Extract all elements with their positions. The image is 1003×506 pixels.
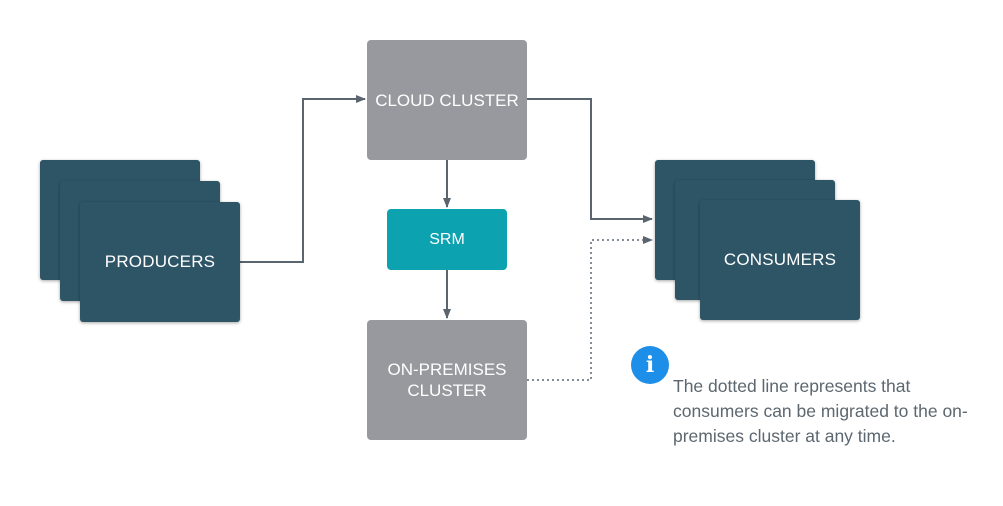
producers-card[interactable]: PRODUCERS: [80, 202, 240, 322]
srm-box[interactable]: SRM: [387, 209, 507, 270]
onprem-label-line1: ON-PREMISES: [387, 360, 507, 379]
connector-producers-to-cloud: [240, 95, 366, 263]
connector-cloud-to-consumers: [527, 98, 653, 223]
info-icon-glyph: i: [645, 352, 655, 378]
info-icon: i: [631, 346, 669, 384]
srm-label: SRM: [429, 230, 465, 248]
consumers-label: CONSUMERS: [723, 250, 837, 269]
consumers-card[interactable]: CONSUMERS: [700, 200, 860, 320]
cloud-cluster-box[interactable]: CLOUD CLUSTER: [367, 40, 527, 160]
onprem-label-line2: CLUSTER: [407, 381, 487, 400]
dotted-connector-onprem-to-consumers: [527, 236, 653, 381]
info-note-text: The dotted line represents that consumer…: [673, 376, 968, 446]
onprem-cluster-box[interactable]: ON-PREMISES CLUSTER: [367, 320, 527, 440]
cloud-cluster-label: CLOUD CLUSTER: [375, 90, 519, 110]
producers-label: PRODUCERS: [104, 252, 216, 271]
